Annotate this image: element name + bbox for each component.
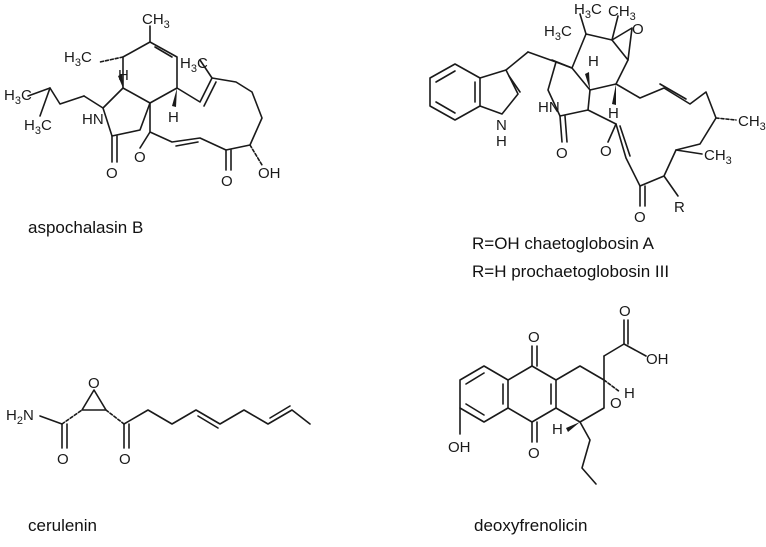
cerulenin-structure	[39, 389, 311, 449]
atom-label: O	[134, 149, 146, 166]
atom-label: CH3	[738, 113, 766, 133]
atom-label: O	[106, 165, 118, 182]
atom-label: H	[496, 133, 507, 150]
atom-label: O	[610, 395, 622, 412]
atom-label: H3C	[574, 1, 602, 21]
atom-label: O	[632, 21, 644, 38]
atom-label: H3C	[64, 49, 92, 69]
atom-label: H	[118, 67, 129, 84]
chaetoglobosin-a-structure	[429, 13, 737, 207]
aspochalasin-b-structure	[27, 25, 263, 171]
atom-label: CH3	[704, 147, 732, 167]
atom-label: O	[528, 445, 540, 462]
atom-label: R	[674, 199, 685, 216]
atom-label: O	[88, 375, 100, 392]
atom-label: O	[221, 173, 233, 190]
atom-label: H	[552, 421, 563, 438]
atom-label: H3C	[180, 55, 208, 75]
caption-prochaetoglobosin-iii: R=H prochaetoglobosin III	[472, 262, 670, 281]
chaetoglobosin-a-atom-labels: H3C CH3 H3C O H H HN N H O O O R CH3 CH3	[496, 1, 766, 226]
caption-cerulenin: cerulenin	[28, 516, 97, 535]
atom-label: H3C	[24, 117, 52, 137]
atom-label: H2N	[6, 407, 34, 427]
atom-label: CH3	[142, 11, 170, 31]
atom-label: O	[528, 329, 540, 346]
atom-label: H3C	[4, 87, 32, 107]
atom-label: O	[119, 451, 131, 468]
atom-label: H	[168, 109, 179, 126]
caption-deoxyfrenolicin: deoxyfrenolicin	[474, 516, 588, 535]
atom-label: CH3	[608, 3, 636, 23]
deoxyfrenolicin-structure	[459, 319, 647, 485]
atom-label: H	[608, 105, 619, 122]
caption-chaetoglobosin-a: R=OH chaetoglobosin A	[472, 234, 654, 253]
atom-label: O	[619, 303, 631, 320]
atom-label: OH	[448, 439, 471, 456]
aspochalasin-b-atom-labels: CH3 H3C H3C H3C H3C H H HN O O O OH	[4, 11, 281, 190]
atom-label: HN	[82, 111, 104, 128]
atom-label: O	[556, 145, 568, 162]
atom-label: OH	[646, 351, 669, 368]
atom-label: OH	[258, 165, 281, 182]
deoxyfrenolicin-atom-labels: O O O O OH H H OH	[448, 303, 669, 462]
caption-aspochalasin-b: aspochalasin B	[28, 218, 144, 237]
atom-label: N	[496, 117, 507, 134]
atom-label: O	[600, 143, 612, 160]
atom-label: O	[634, 209, 646, 226]
atom-label: O	[57, 451, 69, 468]
atom-label: HN	[538, 99, 560, 116]
atom-label: H	[588, 53, 599, 70]
atom-label: H	[624, 385, 635, 402]
atom-label: H3C	[544, 23, 572, 43]
cerulenin-atom-labels: H2N O O O	[6, 375, 131, 468]
